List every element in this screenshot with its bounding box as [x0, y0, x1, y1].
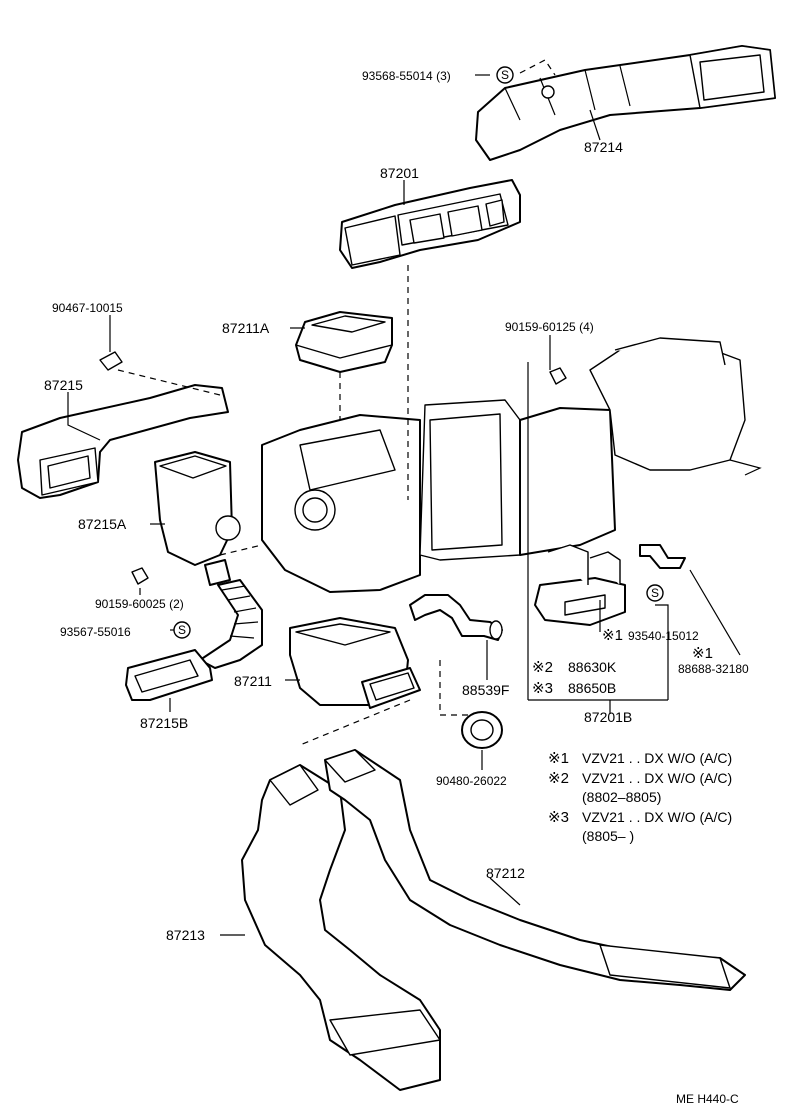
- screw-90159b: [131, 567, 149, 585]
- bracket-88630K: [534, 544, 626, 626]
- ref-mark-3: ※3: [532, 680, 553, 697]
- duct-87213: [241, 764, 441, 1091]
- s-marker-right: S: [646, 584, 664, 602]
- s-marker-label: S: [501, 68, 509, 82]
- label-88650B: 88650B: [568, 680, 616, 696]
- grommet-90480: [461, 711, 503, 749]
- note-2-range: (8802–8805): [582, 789, 661, 805]
- note-3-mark: ※3: [548, 809, 569, 826]
- s-marker-left: S: [173, 621, 191, 639]
- ref-mark-2: ※2: [532, 659, 553, 676]
- label-87215A: 87215A: [78, 516, 127, 532]
- s-marker-top: S: [496, 66, 514, 84]
- note-1-text: VZV21 . . DX W/O (A/C): [582, 750, 732, 766]
- label-90467-10015: 90467-10015: [52, 301, 123, 315]
- duct-87214: [475, 45, 776, 161]
- note-2-text: VZV21 . . DX W/O (A/C): [582, 770, 732, 786]
- label-87201B: 87201B: [584, 709, 632, 725]
- duct-87212: [324, 749, 746, 991]
- label-87211: 87211: [234, 673, 272, 689]
- label-93540-15012: 93540-15012: [628, 629, 699, 643]
- hose-87215B: [125, 579, 263, 701]
- diagram-code: ME H440-C: [676, 1092, 739, 1106]
- outlet-87211: [289, 617, 421, 709]
- label-87211A: 87211A: [222, 320, 270, 336]
- heater-unit: [261, 337, 762, 593]
- label-88688-32180: 88688-32180: [678, 662, 749, 676]
- duct-87215A: [154, 451, 241, 586]
- note-2-mark: ※2: [548, 770, 569, 787]
- note-3-text: VZV21 . . DX W/O (A/C): [582, 809, 732, 825]
- label-87213: 87213: [166, 927, 205, 943]
- leader-lines: [67, 59, 741, 936]
- label-90480-26022: 90480-26022: [436, 774, 507, 788]
- label-90159-60025: 90159-60025 (2): [95, 597, 184, 611]
- label-87201: 87201: [380, 165, 419, 181]
- label-88630K: 88630K: [568, 659, 617, 675]
- assembly-87201: [339, 179, 521, 269]
- label-87215B: 87215B: [140, 715, 188, 731]
- label-90159-60125: 90159-60125 (4): [505, 320, 594, 334]
- ref-mark-1-small: ※1: [692, 645, 713, 662]
- bolt-90467: [99, 351, 123, 371]
- label-88539F: 88539F: [462, 682, 509, 698]
- note-1-mark: ※1: [548, 750, 569, 767]
- label-87214: 87214: [584, 139, 623, 155]
- label-87212: 87212: [486, 865, 525, 881]
- notes-block: ※1 VZV21 . . DX W/O (A/C) ※2 VZV21 . . D…: [548, 750, 732, 844]
- screw-90159a: [549, 367, 567, 385]
- s-marker-label: S: [178, 623, 186, 637]
- note-3-range: (8805– ): [582, 828, 634, 844]
- clip-88688: [639, 544, 686, 569]
- hose-88539F: [409, 594, 503, 641]
- label-87215: 87215: [44, 377, 83, 393]
- ref-mark-1: ※1: [602, 627, 623, 644]
- label-93568-55014: 93568-55014 (3): [362, 69, 451, 83]
- outlet-87211A: [295, 311, 393, 373]
- label-93567-55016: 93567-55016: [60, 625, 131, 639]
- duct-87215: [17, 384, 229, 499]
- s-marker-label: S: [651, 586, 659, 600]
